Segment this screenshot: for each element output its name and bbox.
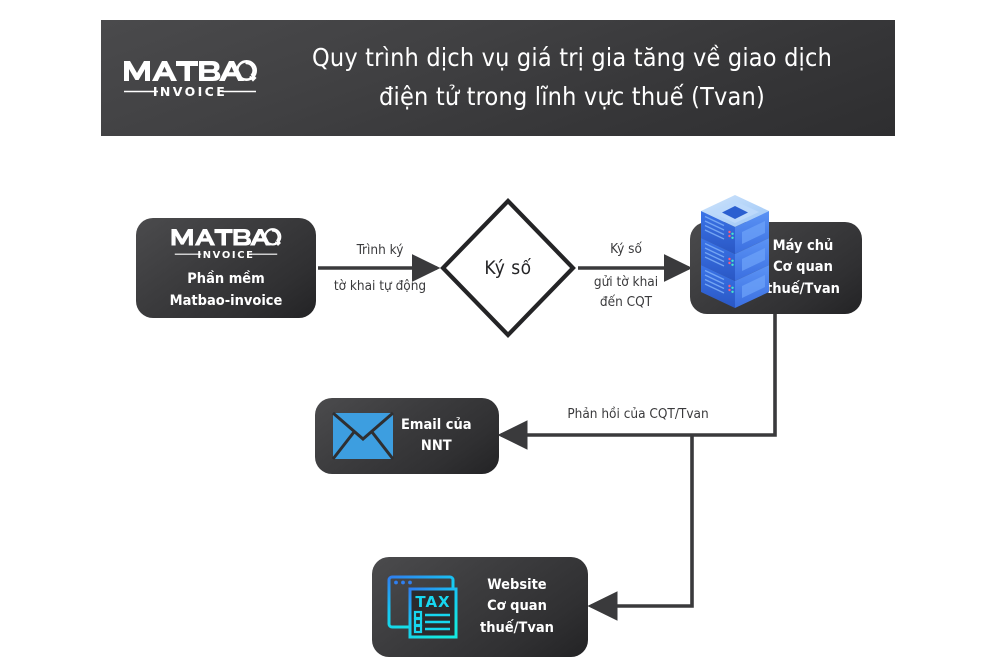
node-label-line-2: Cơ quan	[487, 598, 547, 615]
diamond-shape-icon	[440, 197, 576, 339]
svg-text:TAX: TAX	[415, 593, 450, 611]
matbao-invoice-wordmark: INVOICE	[124, 84, 256, 99]
node-label-line-1: Máy chủ	[772, 238, 834, 255]
node-label: Ký số	[484, 257, 532, 279]
matbao-o-mark	[264, 228, 282, 247]
tax-website-icon: TAX	[386, 571, 470, 643]
node-label-line-2: Cơ quan	[773, 259, 833, 276]
edge-label-trinh-ky: Trình ký	[330, 240, 430, 260]
edge-label-text: Trình ký	[356, 242, 404, 258]
matbao-invoice-wordmark: INVOICE	[174, 250, 278, 261]
header-logo: INVOICE	[101, 55, 279, 101]
edge-label-phan-hoi: Phản hồi của CQT/Tvan	[548, 404, 728, 424]
node-label-line-1: Phần mềm	[187, 271, 265, 288]
edge-label-text: gửi tờ khai	[593, 274, 659, 290]
envelope-icon	[331, 411, 395, 460]
node-label-line-2: NNT	[420, 438, 452, 454]
node-label-line-1: Website	[487, 577, 547, 594]
node-tax-website[interactable]: TAX Website Cơ quan thuế/Tvan	[372, 557, 588, 657]
node-label-line-1: Email của	[401, 416, 472, 433]
page-title-line-1: Quy trình dịch vụ giá trị gia tăng về gi…	[311, 43, 833, 73]
svg-text:INVOICE: INVOICE	[153, 84, 227, 99]
header-banner: INVOICE Quy trình dịch vụ giá trị gia tă…	[101, 20, 895, 136]
page-title: Quy trình dịch vụ giá trị gia tăng về gi…	[279, 39, 895, 117]
edge-server-to-website	[587, 435, 694, 621]
node-tax-server[interactable]: Máy chủ Cơ quan thuế/Tvan	[690, 195, 862, 314]
edge-label-text: Phản hồi của CQT/Tvan	[567, 406, 709, 422]
matbao-o-mark	[236, 60, 258, 82]
server-rack-icon	[696, 192, 774, 310]
svg-text:INVOICE: INVOICE	[197, 250, 254, 261]
node-label-line-2: Matbao-invoice	[169, 292, 283, 309]
matbao-logo-icon: INVOICE	[171, 228, 282, 261]
node-label: Phần mềm Matbao-invoice	[170, 269, 283, 311]
edge-label-ky-so: Ký số	[586, 239, 666, 259]
node-label-line-3: thuế/Tvan	[480, 619, 554, 636]
node-label: Email của NNT	[401, 415, 472, 457]
edge-label-text: Ký số	[610, 241, 642, 257]
node-matbao-software[interactable]: INVOICE Phần mềm Matbao-invoice	[136, 218, 316, 318]
node-label: Máy chủ Cơ quan thuế/Tvan	[766, 236, 840, 299]
node-label: Website Cơ quan thuế/Tvan	[480, 575, 554, 638]
edge-label-to-khai-tu-dong: tờ khai tự động	[316, 276, 444, 296]
node-decision-ky-so[interactable]: Ký số	[438, 196, 578, 340]
node-label-line-3: thuế/Tvan	[766, 280, 840, 297]
edge-label-text: đến CQT	[599, 294, 653, 311]
matbao-logo-icon: INVOICE	[124, 60, 258, 99]
edge-label-text: tờ khai tự động	[333, 278, 427, 294]
page-title-line-2: điện tử trong lĩnh vực thuế (Tvan)	[379, 82, 765, 111]
edge-label-gui-to-khai: gửi tờ khai đến CQT	[578, 272, 674, 313]
node-taxpayer-email[interactable]: Email của NNT	[315, 398, 499, 474]
